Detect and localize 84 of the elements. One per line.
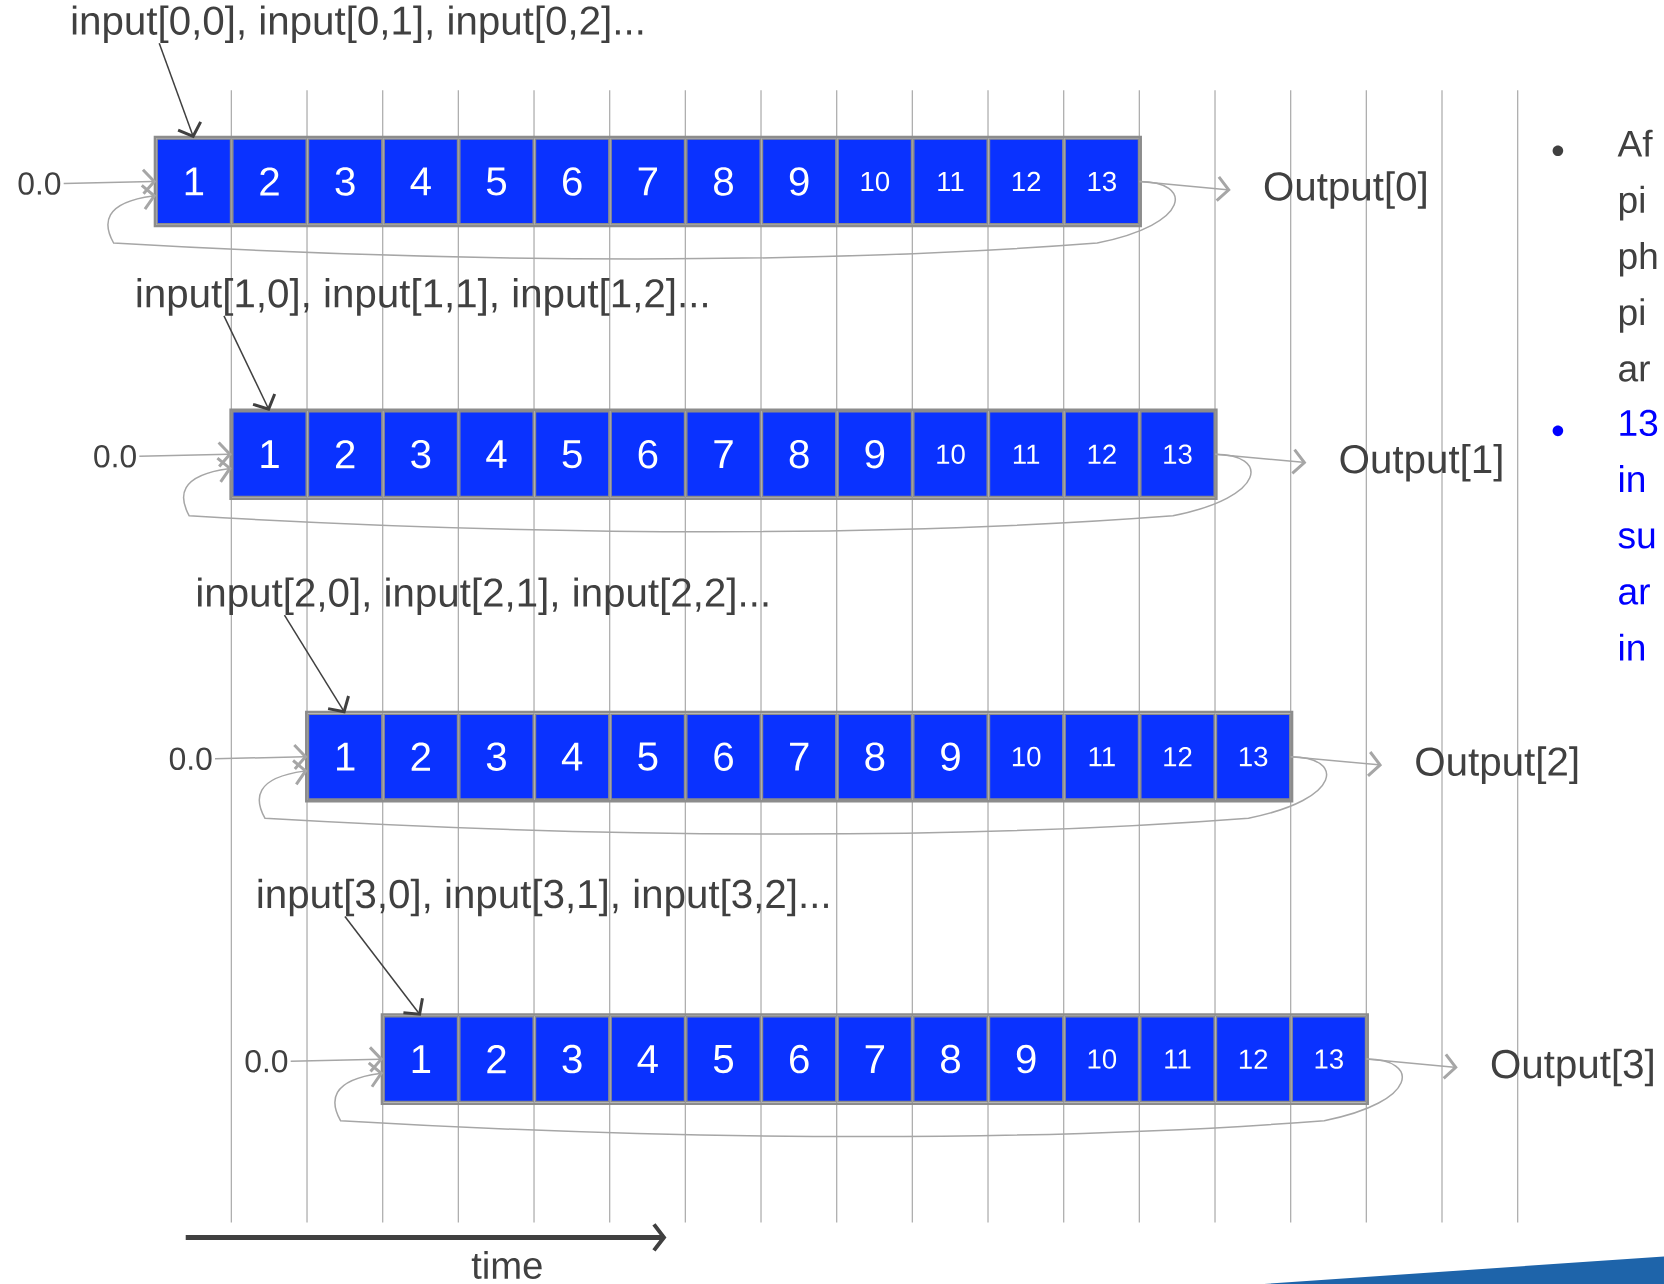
cell-box: 13 (1139, 410, 1216, 498)
initial-value: 0.0 (245, 1049, 288, 1073)
cell-box: 4 (383, 138, 459, 225)
cell-box: 3 (307, 138, 383, 225)
cell-box: 8 (837, 713, 913, 800)
cell-box: 7 (685, 410, 762, 498)
arrow (289, 1046, 384, 1073)
cell-box: 11 (1139, 1015, 1216, 1103)
feedback-arrow (182, 453, 1252, 533)
initial-value: 0.0 (18, 172, 61, 195)
row-box (305, 710, 1294, 803)
cell-box: 11 (988, 410, 1064, 498)
cell-box: 6 (534, 138, 610, 225)
cell-box: 12 (1215, 1015, 1291, 1103)
cell-box: 4 (534, 713, 610, 800)
cell-box: 10 (988, 713, 1064, 800)
cell-box: 3 (534, 1015, 610, 1103)
initial-value: 0.0 (169, 747, 212, 771)
initial-value: 0.0 (94, 445, 136, 468)
cell-box: 13 (1064, 138, 1140, 225)
cell-box: 2 (383, 713, 459, 800)
cell-box: 9 (912, 713, 989, 800)
cell-box: 7 (610, 138, 686, 225)
cell-box: 1 (307, 713, 383, 800)
cell-box: 12 (1064, 410, 1140, 498)
cell-box: 4 (458, 410, 535, 498)
cell-box: 9 (837, 410, 913, 498)
bullet-text: 13 in su ar in (1618, 409, 1658, 661)
cell-box: 7 (837, 1015, 913, 1103)
output-label: Output[1] (1340, 443, 1502, 482)
cell-box: 2 (307, 410, 383, 498)
input-label: input[3,0], input[3,1], input[3,2]... (258, 878, 828, 917)
cell-box: 1 (231, 410, 308, 498)
row-box (153, 135, 1142, 228)
cell-box: 13 (1215, 713, 1291, 800)
output-label: Output[2] (1416, 746, 1578, 784)
cell-box: 5 (610, 713, 686, 800)
cell-box: 8 (761, 410, 837, 498)
feedback-arrow (107, 180, 1176, 260)
row-box (229, 408, 1218, 500)
input-label: input[1,0], input[1,1], input[1,2]... (137, 278, 707, 316)
cell-box: 12 (1139, 713, 1216, 800)
cell-box: 5 (685, 1015, 762, 1103)
arrow (283, 614, 350, 714)
cell-box: 2 (231, 138, 308, 225)
cell-box: 5 (534, 410, 610, 498)
cell-box: 10 (1064, 1015, 1140, 1103)
arrow (1290, 751, 1383, 777)
axis-label: time (471, 1250, 542, 1279)
cell-box: 13 (1291, 1015, 1367, 1103)
cell-box: 6 (761, 1015, 837, 1103)
cell-box: 6 (610, 410, 686, 498)
cell-box: 8 (685, 138, 762, 225)
cell-box: 11 (912, 138, 989, 225)
row-box (380, 1013, 1369, 1105)
feedback-arrow (334, 1058, 1403, 1138)
cell-box: 1 (156, 138, 232, 225)
bullet-text: Af pi ph pi ar (1617, 129, 1657, 382)
arrow (138, 441, 232, 468)
cell-box: 1 (383, 1015, 459, 1103)
feedback-arrow (258, 755, 1328, 835)
output-label: Output[3] (1491, 1048, 1653, 1087)
cell-box: 8 (912, 1015, 989, 1103)
cell-box: 9 (761, 138, 837, 225)
cell-box: 10 (912, 410, 989, 498)
arrow (158, 42, 202, 139)
input-label: input[2,0], input[2,1], input[2,2]... (198, 577, 768, 615)
cell-box: 9 (988, 1015, 1064, 1103)
cell-box: 12 (988, 138, 1064, 225)
cell-box: 2 (458, 1015, 535, 1103)
cell-box: 5 (458, 138, 535, 225)
cell-box: 7 (761, 713, 837, 800)
cell-box: 3 (458, 713, 535, 800)
output-label: Output[0] (1264, 171, 1426, 209)
cell-box: 6 (685, 713, 762, 800)
arrow (62, 168, 157, 195)
cell-box: 10 (837, 138, 913, 225)
cell-box: 4 (610, 1015, 686, 1103)
arrow (223, 315, 277, 411)
input-label: input[0,0], input[0,1], input[0,2]... (72, 5, 643, 43)
arrow (214, 743, 308, 770)
cell-box: 11 (1064, 713, 1140, 800)
cell-box: 3 (383, 410, 459, 498)
arrow (344, 915, 424, 1016)
